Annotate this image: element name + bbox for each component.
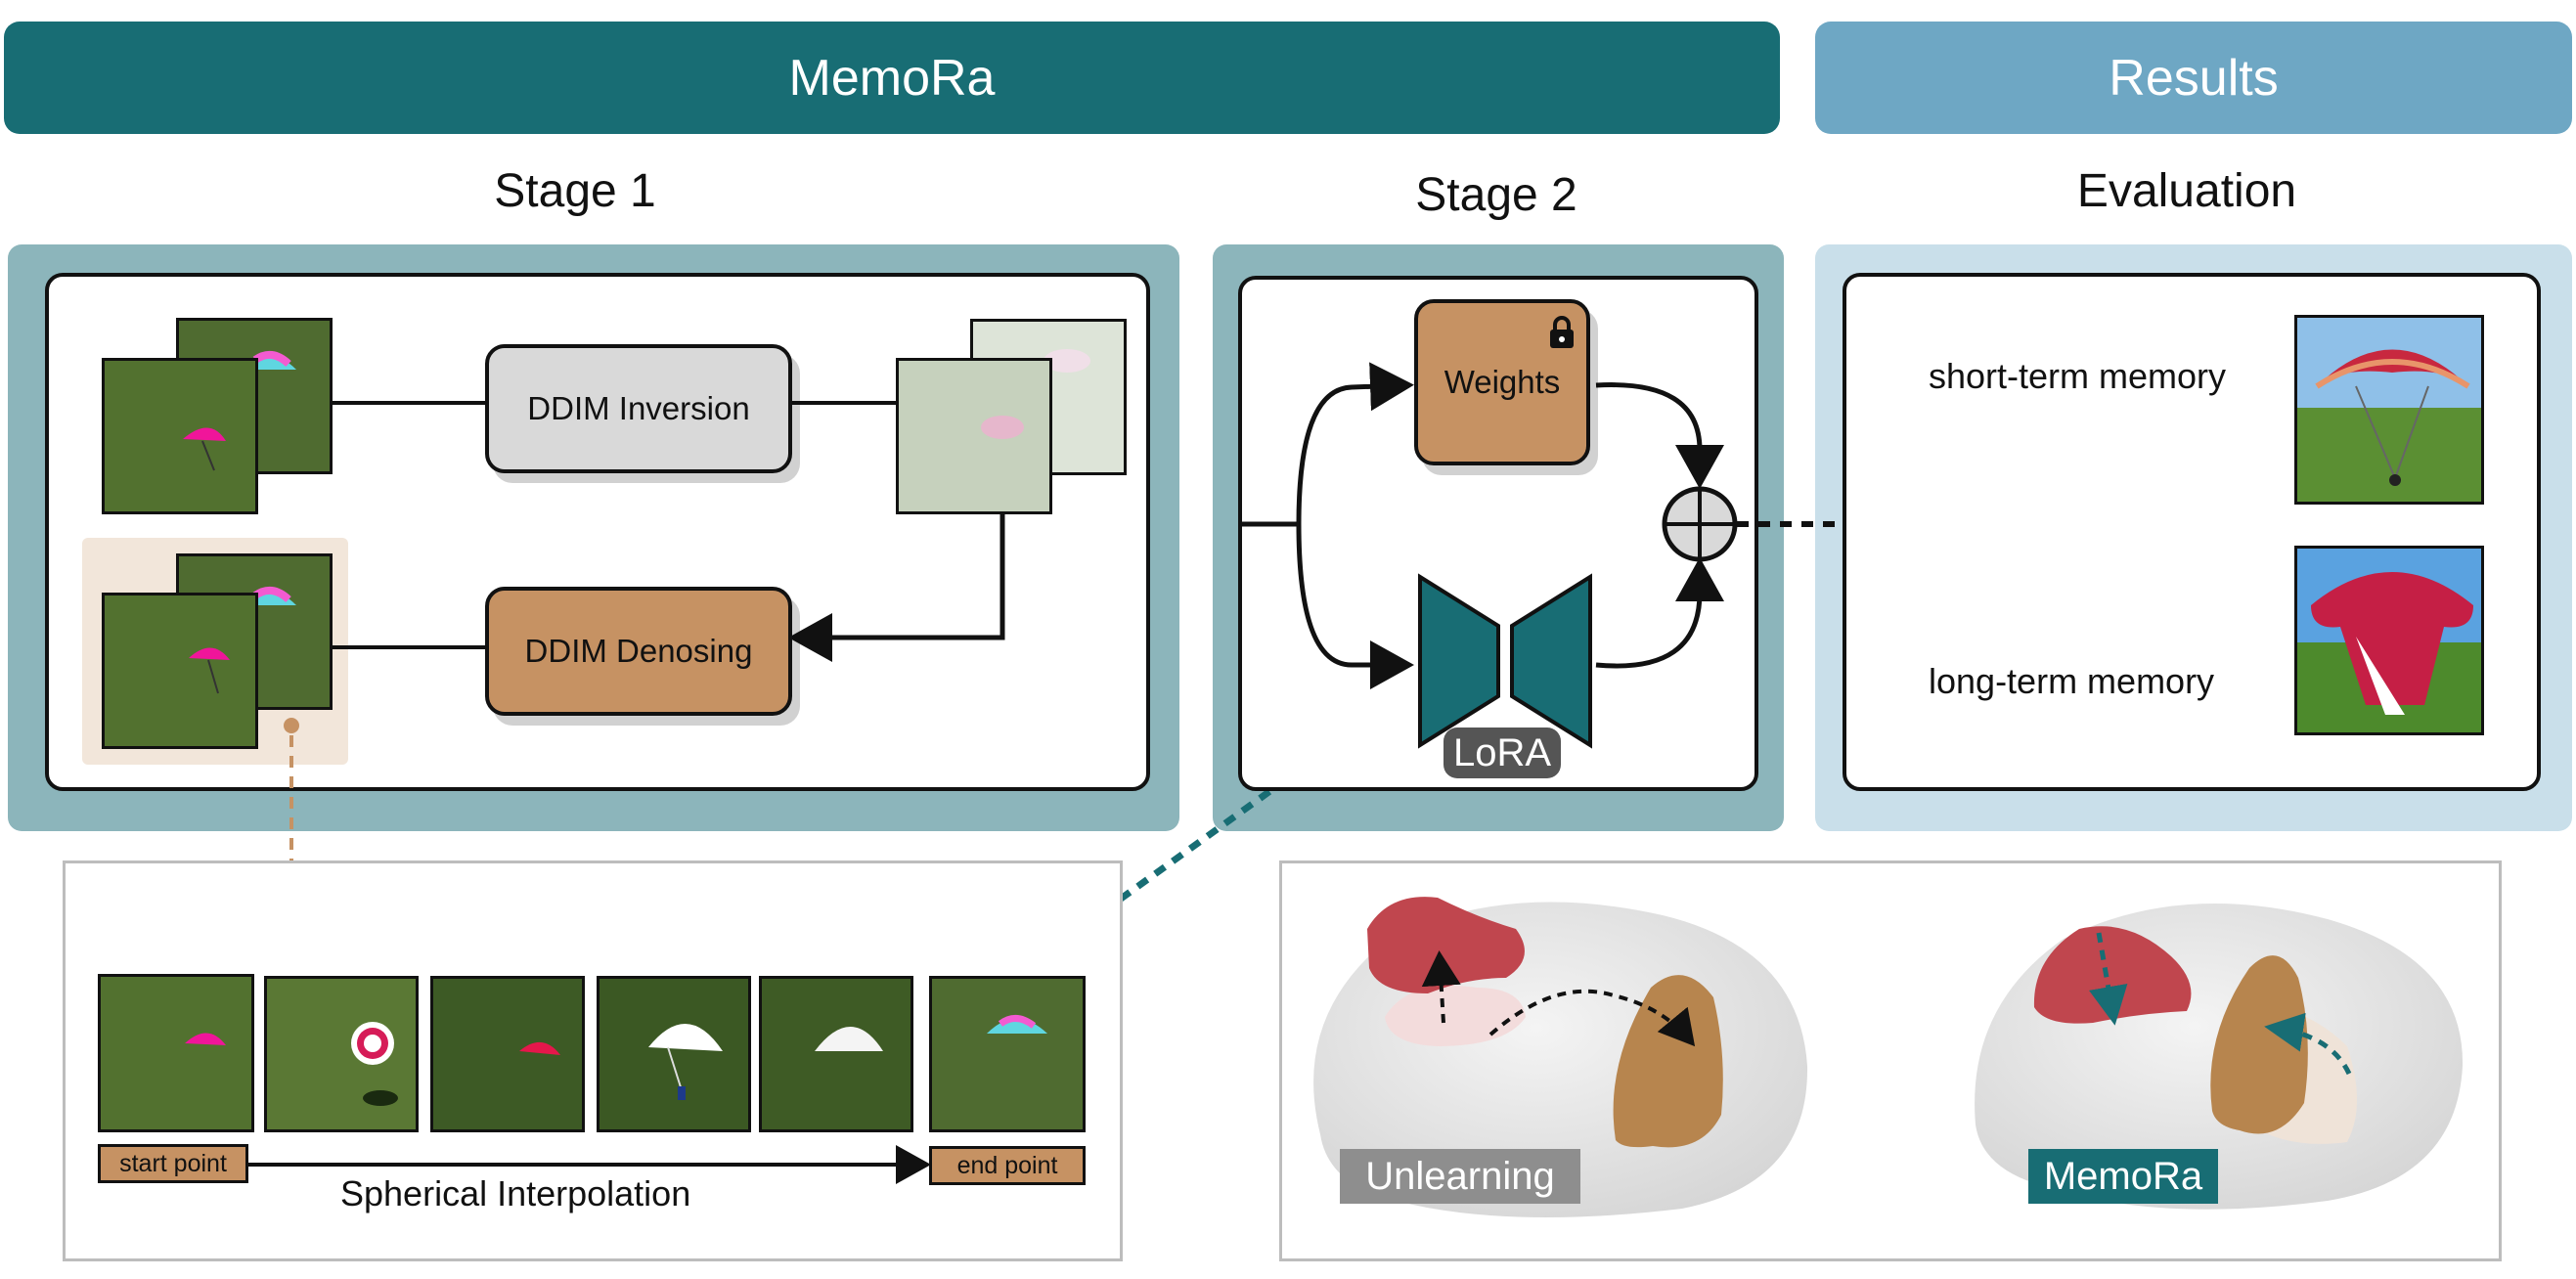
stage1-title: Stage 1 (494, 165, 656, 217)
unlearning-red-region (1367, 897, 1525, 993)
results-banner: Results (1815, 22, 2572, 134)
interp-frame-2 (264, 976, 419, 1132)
parachute-frame-1-icon (101, 977, 251, 1129)
lock-icon (1547, 315, 1577, 350)
parachute-frame-3-icon (433, 979, 582, 1129)
interp-frame-1 (98, 974, 254, 1132)
lora-network-icon (1418, 573, 1592, 749)
red-canopy-field-icon (2297, 549, 2481, 732)
unlearning-label-box: Unlearning (1340, 1149, 1580, 1204)
end-point-tag: end point (929, 1146, 1086, 1185)
lora-label: LoRA (1452, 730, 1552, 774)
memora-label-box: MemoRa (2028, 1149, 2218, 1204)
unlearning-red-region-shadow (1385, 986, 1526, 1046)
results-banner-title: Results (2109, 49, 2279, 107)
parachute-pink-icon-2 (105, 595, 255, 746)
unlearning-label: Unlearning (1365, 1154, 1555, 1198)
red-parachute-grass-icon (2297, 318, 2481, 502)
memora-label: MemoRa (2043, 1154, 2203, 1198)
interp-frame-5 (759, 976, 913, 1132)
result-long-term-image (2294, 546, 2484, 735)
memora-banner-title: MemoRa (788, 49, 996, 107)
weights-box: Weights (1414, 299, 1590, 465)
end-point-label: end point (956, 1151, 1058, 1179)
denoised-image-front (102, 593, 258, 749)
parachute-pink-icon (105, 361, 255, 511)
ddim-inversion-box: DDIM Inversion (485, 344, 792, 473)
original-image-front (102, 358, 258, 514)
start-point-label: start point (119, 1149, 227, 1177)
interp-frame-3 (430, 976, 585, 1132)
interp-frame-4 (597, 976, 751, 1132)
parachute-frame-5-icon (762, 979, 910, 1129)
short-term-memory-label: short-term memory (1929, 356, 2227, 396)
ddim-denoising-label: DDIM Denosing (524, 633, 753, 669)
parachute-frame-4-icon (600, 979, 748, 1129)
interp-frame-6 (929, 976, 1086, 1132)
start-point-tag: start point (98, 1144, 248, 1183)
lora-label-pill: LoRA (1443, 728, 1561, 778)
memora-banner: MemoRa (4, 22, 1780, 134)
parachute-frame-2-icon (267, 979, 416, 1129)
ddim-denoising-box: DDIM Denosing (485, 587, 792, 716)
long-term-memory-label: long-term memory (1929, 661, 2215, 701)
noisy-latent-front (896, 358, 1052, 514)
evaluation-title: Evaluation (2076, 165, 2297, 217)
memora-red-region (2033, 926, 2192, 1024)
weights-label: Weights (1443, 364, 1561, 400)
result-short-term-image (2294, 315, 2484, 505)
parachute-frame-6-icon (932, 979, 1083, 1129)
interpolation-caption: Spherical Interpolation (340, 1173, 691, 1213)
ddim-inversion-label: DDIM Inversion (527, 390, 750, 426)
noise-texture-front (899, 361, 1049, 511)
unlearning-tan-region (1613, 975, 1723, 1148)
memora-tan-region (2210, 955, 2308, 1134)
stage2-title: Stage 2 (1415, 169, 1577, 221)
